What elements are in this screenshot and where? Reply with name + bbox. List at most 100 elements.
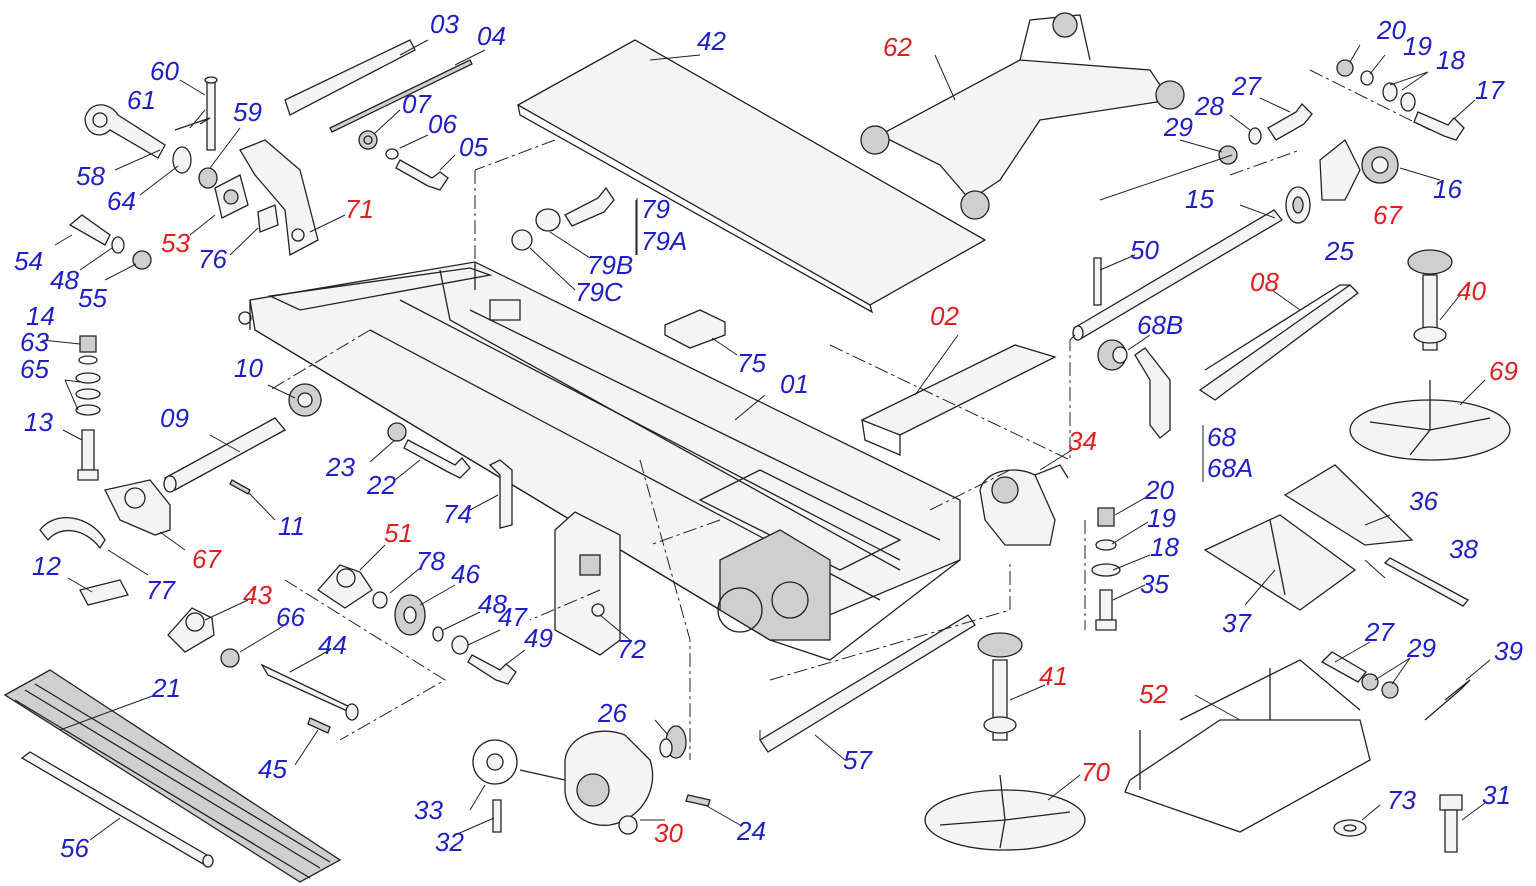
bushing-59 [198, 167, 218, 189]
label-38: 38 [1449, 534, 1478, 564]
sprocket-66 [220, 648, 240, 668]
label-57: 57 [843, 745, 872, 775]
bolt-17 [1413, 111, 1465, 141]
label-18-top: 18 [1436, 45, 1465, 75]
rod-38 [1383, 557, 1470, 607]
label-15: 15 [1185, 184, 1214, 214]
label-22: 22 [367, 470, 396, 500]
nut-79C [511, 229, 533, 251]
bolt-31 [1439, 794, 1463, 853]
label-20-top: 20 [1377, 15, 1406, 45]
label-68A: 68A [1207, 453, 1254, 483]
bolt-22 [403, 439, 471, 479]
rotor-40 [1407, 249, 1453, 351]
plate-72 [554, 511, 621, 656]
label-68B: 68B [1137, 310, 1184, 340]
washer-28 [1248, 127, 1262, 145]
label-04: 04 [477, 21, 506, 51]
stack-13-65 [75, 335, 101, 481]
ring-78 [372, 591, 388, 609]
label-29-bottom: 29 [1407, 633, 1436, 663]
gearbox-34 [979, 464, 1069, 546]
label-23: 23 [326, 452, 355, 482]
leader-lines [41, 39, 1491, 841]
bolt-49 [467, 654, 517, 685]
shaft-44 [260, 663, 357, 716]
label-31: 31 [1482, 780, 1511, 810]
label-41: 41 [1039, 661, 1068, 691]
bolt-27-bottom [1320, 651, 1367, 683]
label-44: 44 [318, 630, 347, 660]
label-68: 68 [1207, 422, 1236, 452]
label-16: 16 [1433, 174, 1462, 204]
label-67-right: 67 [1373, 200, 1402, 230]
assembly-62 [860, 12, 1185, 220]
label-75: 75 [737, 348, 766, 378]
cover-42 [516, 39, 987, 306]
shaft-15 [1072, 209, 1283, 341]
label-06: 06 [428, 109, 457, 139]
label-59: 59 [233, 97, 262, 127]
sprocket-10 [288, 383, 322, 417]
key-24 [685, 794, 711, 807]
stack-35 [1091, 507, 1121, 631]
plate-03 [284, 39, 416, 116]
label-56: 56 [60, 833, 89, 863]
label-32: 32 [435, 827, 464, 857]
washer-19-top [1360, 70, 1374, 86]
label-52: 52 [1139, 679, 1168, 709]
label-48-top: 48 [50, 265, 79, 295]
label-19-mid: 19 [1147, 503, 1176, 533]
washer-48b [432, 626, 444, 642]
plate-12 [79, 579, 129, 606]
label-77: 77 [146, 575, 175, 605]
label-74: 74 [443, 499, 472, 529]
washer-73 [1333, 819, 1367, 837]
washer-79B [535, 208, 561, 232]
nut-29-bottom-2 [1381, 681, 1399, 699]
pulley-46 [394, 594, 426, 636]
pin-60 [206, 79, 216, 151]
label-71: 71 [345, 194, 374, 224]
label-79: 79 [641, 194, 670, 224]
hinge-58 [84, 104, 166, 159]
nut-55 [132, 250, 152, 270]
label-09: 09 [160, 403, 189, 433]
label-40: 40 [1457, 276, 1486, 306]
bracket-74 [488, 459, 513, 529]
label-29-top: 29 [1164, 112, 1193, 142]
label-18-mid: 18 [1150, 532, 1179, 562]
label-42: 42 [697, 26, 726, 56]
label-51: 51 [384, 518, 413, 548]
chain-21 [3, 669, 342, 883]
plate-02 [860, 344, 1057, 436]
clip-61 [174, 117, 211, 131]
key-45 [307, 717, 331, 734]
label-36: 36 [1409, 486, 1438, 516]
label-72: 72 [617, 634, 646, 664]
bracket-71 [239, 139, 319, 257]
label-28: 28 [1195, 91, 1224, 121]
label-66: 66 [276, 602, 305, 632]
disc-70 [924, 774, 1086, 851]
label-45: 45 [258, 754, 287, 784]
label-25: 25 [1325, 236, 1354, 266]
label-55: 55 [78, 283, 107, 313]
label-43: 43 [243, 580, 272, 610]
label-69: 69 [1489, 356, 1518, 386]
label-33: 33 [414, 795, 443, 825]
hub-26 [659, 725, 687, 759]
label-14: 14 [26, 301, 55, 331]
label-26: 26 [598, 698, 627, 728]
label-05: 05 [459, 132, 488, 162]
label-24: 24 [737, 816, 766, 846]
bushing-68B [1097, 339, 1128, 371]
frame-52 [1124, 659, 1371, 833]
label-64: 64 [107, 186, 136, 216]
nut-20-top [1336, 59, 1354, 77]
center-lines [269, 69, 1431, 760]
bolt-27-top [1267, 103, 1313, 141]
label-08: 08 [1250, 267, 1279, 297]
